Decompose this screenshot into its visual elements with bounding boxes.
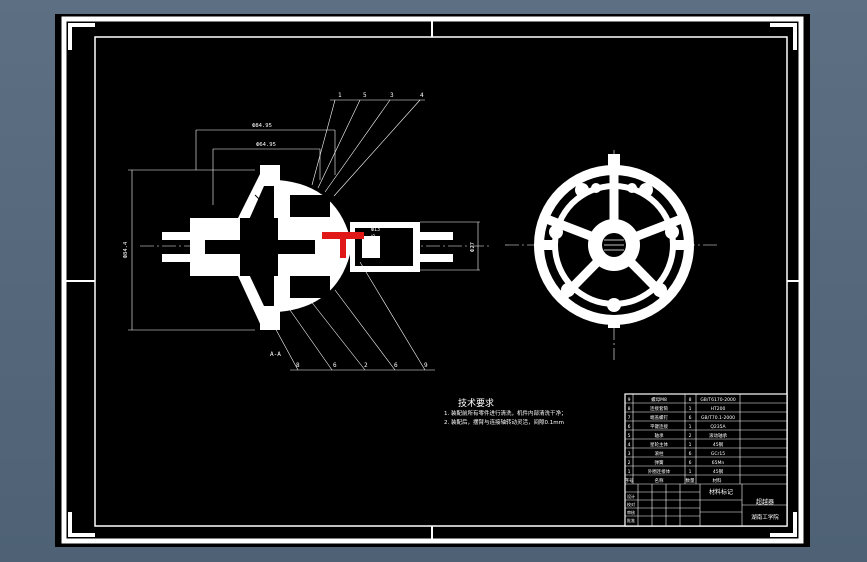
dim-center-label: Ф13: [371, 227, 380, 233]
highlighted-key-part: [322, 232, 364, 258]
footer-label-review: 审核: [627, 509, 635, 515]
title-block-header-material: 材料: [713, 477, 722, 484]
parts-row-1-qty: 8: [689, 397, 692, 403]
tech-requirement-1: 1. 装配前所有零件进行清洗，机件内部清洗干净；: [444, 409, 567, 417]
parts-row-5-no: 5: [628, 433, 631, 439]
parts-row-4-material: Q235A: [710, 424, 726, 430]
parts-row-3-qty: 6: [689, 415, 692, 421]
parts-row-8-qty: 6: [689, 460, 692, 466]
parts-row-3-material: GB/T70.1-2000: [701, 415, 735, 421]
parts-row-2-qty: 1: [689, 406, 692, 412]
title-block: 9 螺母M8 8 GB/T6170-2000 8 连接套筒 1 HT200 7 端盖螺钉 6 GB/T…: [624, 393, 788, 527]
dim-inner-width: Ф64.95: [256, 142, 276, 148]
dim-center-label-b: Ф19.15: [371, 234, 377, 252]
parts-row-8-no: 2: [628, 460, 631, 466]
parts-row-1-material: GB/T6170-2000: [700, 397, 736, 403]
dim-outer-width: Ф84.95: [252, 123, 272, 129]
parts-row-4-no: 6: [628, 424, 631, 430]
balloon-bottom-1: 8: [296, 362, 300, 369]
center-marks: [64, 19, 801, 541]
section-hatch: [254, 194, 321, 301]
balloon-top-1: 1: [338, 92, 342, 99]
parts-row-4-qty: 1: [689, 424, 692, 430]
corner-trim-marks: [68, 23, 797, 537]
footer-label-design: 设计: [627, 493, 635, 499]
parts-row-7-name: 滚柱: [655, 450, 664, 457]
parts-row-9-name: 外圈连接体: [648, 468, 671, 475]
end-view: [505, 150, 720, 360]
balloon-bottom-5: 9: [424, 362, 428, 369]
balloon-bottom-2: 6: [333, 362, 337, 369]
footer-label-approve: 批准: [627, 517, 635, 523]
parts-row-8-material: 65Mn: [712, 460, 725, 466]
parts-row-9-material: 45钢: [713, 468, 724, 475]
parts-row-6-material: 45钢: [713, 441, 724, 448]
parts-row-6-name: 星轮主体: [650, 441, 668, 448]
parts-row-2-no: 8: [628, 406, 631, 412]
tech-requirement-2: 2. 装配后，摆臂与连接轴转动灵活，间隙0.1mm: [444, 418, 564, 426]
parts-row-6-qty: 1: [689, 442, 692, 448]
material-mark-label: 材料标记: [709, 488, 733, 496]
parts-row-3-no: 7: [628, 415, 631, 421]
end-view-rollers: [549, 183, 679, 312]
parts-row-9-qty: 1: [689, 469, 692, 475]
balloon-bottom-4: 6: [394, 362, 398, 369]
parts-row-6-no: 4: [628, 442, 631, 448]
balloon-top-2: 5: [363, 92, 367, 99]
parts-row-7-material: GCr15: [711, 451, 725, 457]
balloon-top-4: 4: [420, 92, 424, 99]
footer-label-check: 校对: [627, 501, 635, 507]
section-view: Ф84.95 Ф64.95 Ф84.4 Ф27: [123, 92, 490, 371]
parts-row-8-name: 弹簧: [655, 459, 664, 466]
title-block-header-no: 序号: [625, 477, 634, 484]
parts-row-9-no: 1: [628, 469, 631, 475]
parts-row-2-name: 连接套筒: [650, 405, 668, 412]
school-name: 湖南工学院: [751, 513, 779, 521]
balloon-top-3: 3: [390, 92, 394, 99]
drawing-name: 超越器: [756, 498, 774, 506]
parts-row-4-name: 平键连接: [650, 423, 668, 430]
parts-row-5-name: 轴承: [655, 432, 664, 439]
parts-row-7-qty: 6: [689, 451, 692, 457]
balloon-bottom-3: 2: [364, 362, 368, 369]
parts-row-1-no: 9: [628, 397, 631, 403]
parts-row-3-name: 端盖螺钉: [650, 414, 668, 421]
dim-right-height: Ф27: [470, 242, 476, 252]
title-block-header-name: 名称: [655, 477, 664, 484]
title-block-header-qty: 数量: [686, 477, 695, 484]
section-label: A-A: [270, 351, 281, 358]
parts-list: 9 螺母M8 8 GB/T6170-2000 8 连接套筒 1 HT200 7 端盖螺钉 6 GB/T…: [628, 396, 736, 475]
parts-row-7-no: 3: [628, 451, 631, 457]
parts-row-5-qty: 2: [689, 433, 692, 439]
leader-lines-top: [311, 99, 425, 197]
parts-row-5-material: 滚动轴承: [709, 432, 727, 439]
tech-requirements: 技术要求 1. 装配前所有零件进行清洗，机件内部清洗干净； 2. 装配后，摆臂与…: [444, 397, 567, 426]
tech-requirements-title: 技术要求: [458, 397, 494, 409]
leader-lines-bottom: [267, 261, 435, 371]
parts-row-2-material: HT200: [711, 406, 726, 412]
dim-left-height: Ф84.4: [123, 241, 129, 258]
parts-row-1-name: 螺母M8: [651, 396, 667, 403]
